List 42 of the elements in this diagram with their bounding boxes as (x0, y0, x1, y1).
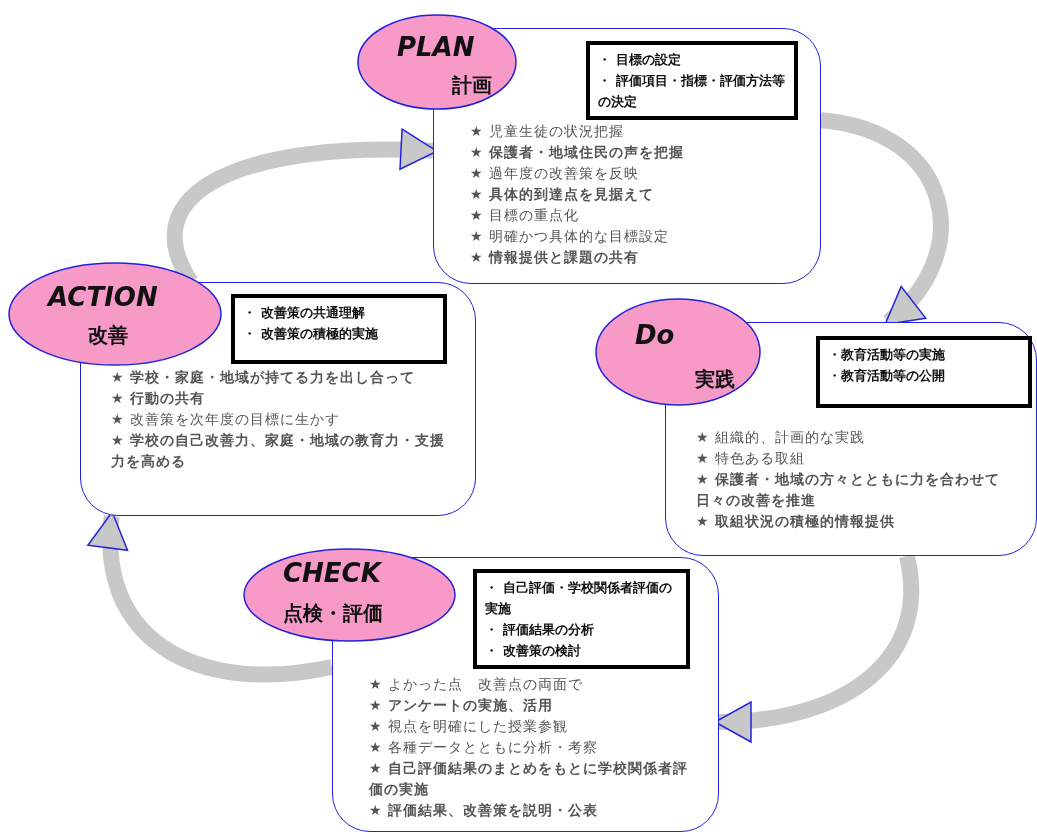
task-item: ・ 自己評価・学校関係者評価の実施 (485, 579, 673, 618)
star-item: ★ 行動の共有 (111, 389, 206, 408)
phase-subtitle: 改善 (88, 322, 128, 349)
star-item: ★ 各種データとともに分析・考察 (369, 738, 599, 757)
star-item: ★ 過年度の改善策を反映 (470, 164, 640, 183)
task-item: ・ 改善策の共通理解 (243, 304, 366, 322)
star-item: ★ 保護者・地域の方々とともに力を合わせて日々の改善を推進 (696, 470, 1001, 510)
star-item: ★ 情報提供と課題の共有 (470, 248, 640, 267)
star-item: ★ 取組状況の積極的情報提供 (696, 512, 896, 531)
phase-subtitle: 点検・評価 (283, 600, 383, 627)
star-item: ★ 学校の自己改善力、家庭・地域の教育力・支援力を高める (111, 431, 446, 471)
task-item: ・ 改善策の積極的実施 (243, 325, 379, 343)
task-box (473, 569, 690, 669)
phase-title: ACTION (48, 282, 158, 312)
star-item: ★ よかった点 改善点の両面で (369, 675, 584, 694)
star-item: ★ 目標の重点化 (470, 206, 580, 225)
star-item: ★ 改善策を次年度の目標に生かす (111, 410, 341, 429)
phase-subtitle: 実践 (695, 366, 735, 393)
star-item: ★ 学校・家庭・地域が持てる力を出し合って (111, 368, 416, 387)
star-item: ★ 評価結果、改善策を説明・公表 (369, 801, 599, 820)
phase-title: Do (635, 320, 675, 350)
task-item: ・教育活動等の公開 (828, 367, 946, 385)
task-item: ・ 目標の設定 (598, 51, 682, 69)
star-item: ★ 明確かつ具体的な目標設定 (470, 227, 670, 246)
phase-title: CHECK (283, 558, 381, 588)
task-item: ・ 評価項目・指標・評価方法等の決定 (598, 72, 786, 111)
task-item: ・教育活動等の実施 (828, 346, 946, 364)
task-item: ・ 改善策の検討 (485, 642, 582, 660)
star-item: ★ 視点を明確にした授業参観 (369, 717, 569, 736)
phase-subtitle: 計画 (452, 72, 492, 99)
task-box (231, 294, 447, 364)
star-item: ★ 保護者・地域住民の声を把握 (470, 143, 685, 162)
star-item: ★ 具体的到達点を見据えて (470, 185, 655, 204)
task-item: ・ 評価結果の分析 (485, 621, 595, 639)
task-box (816, 336, 1032, 408)
star-item: ★ 組織的、計画的な実践 (696, 428, 866, 447)
star-item: ★ 特色ある取組 (696, 449, 806, 468)
task-box (586, 41, 798, 120)
star-item: ★ 児童生徒の状況把握 (470, 122, 625, 141)
star-item: ★ アンケートの実施、活用 (369, 696, 554, 715)
phase-title: PLAN (397, 32, 475, 62)
star-item: ★ 自己評価結果のまとめをもとに学校関係者評価の実施 (369, 759, 689, 799)
